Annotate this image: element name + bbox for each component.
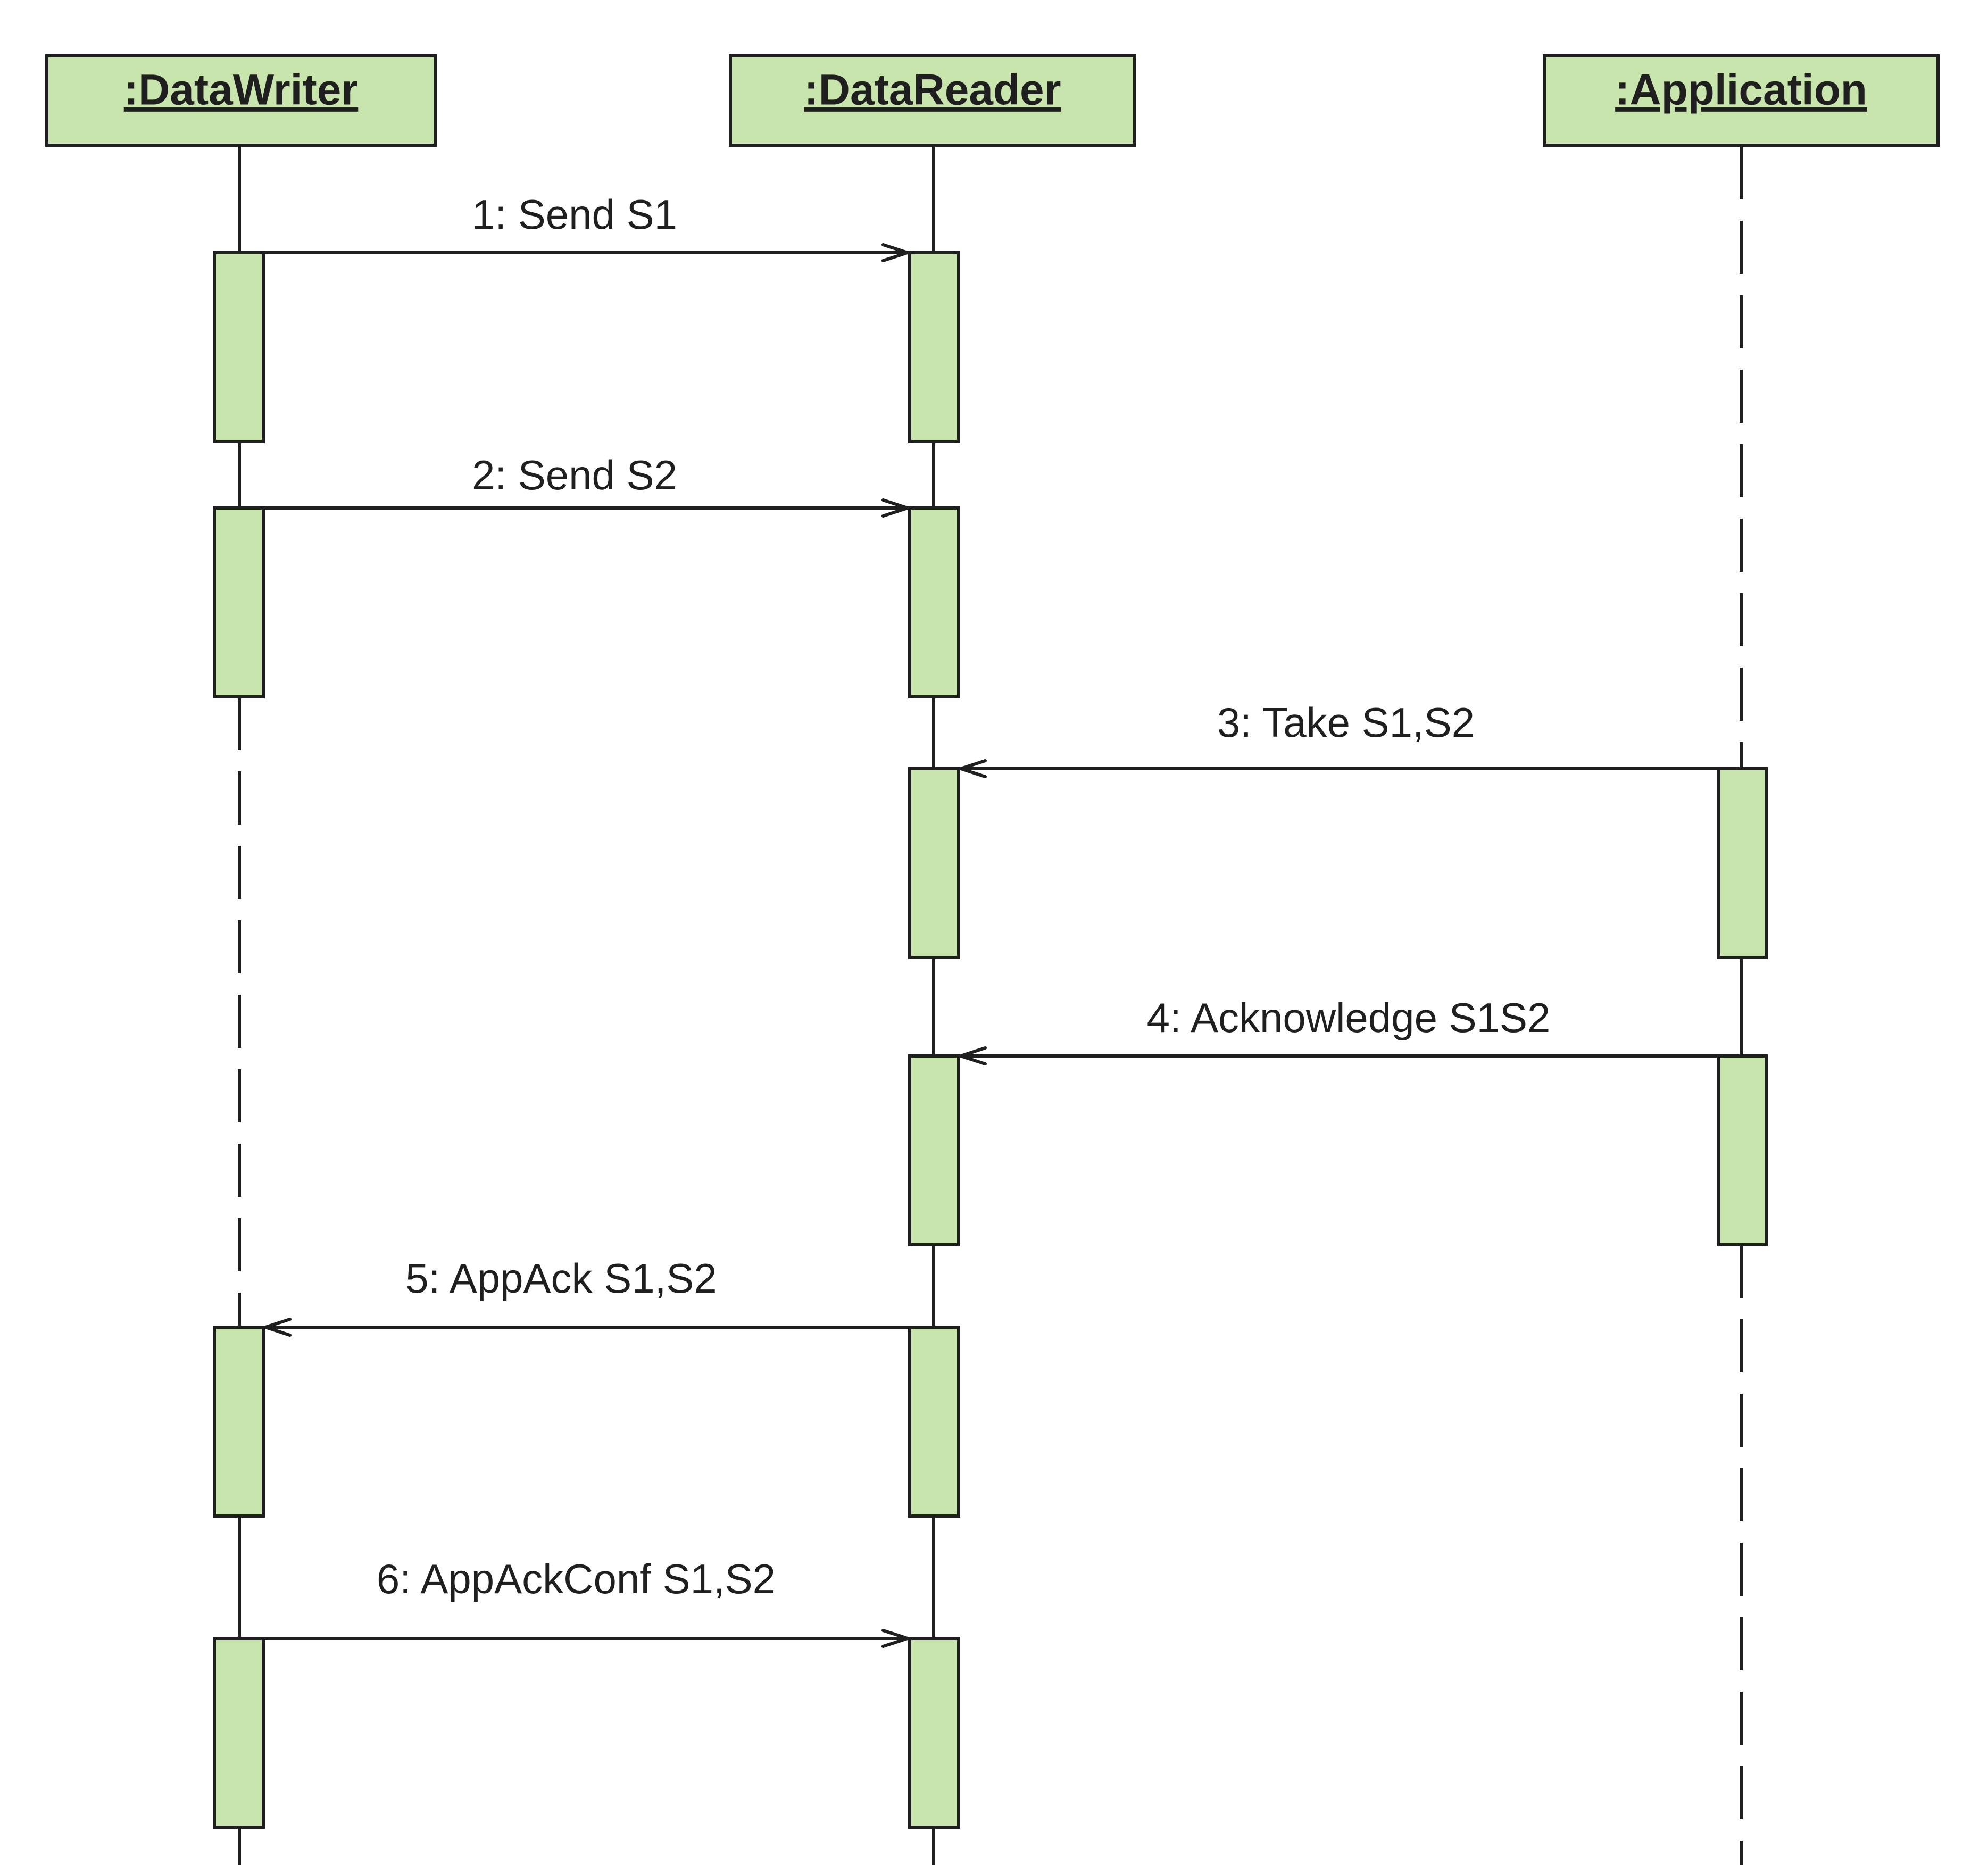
arrowhead-icon xyxy=(881,243,913,262)
arrowhead-icon xyxy=(955,1046,987,1065)
message-3: 3: Take S1,S2 xyxy=(908,699,1768,959)
participant-label: :Application xyxy=(1615,66,1867,114)
activation-bar xyxy=(1717,1054,1768,1246)
activation-bar xyxy=(908,767,960,959)
activation-bar xyxy=(908,251,960,443)
message-1: 1: Send S1 xyxy=(213,191,960,443)
activation-bar xyxy=(213,251,265,443)
arrowhead-icon xyxy=(260,1318,292,1337)
participant-label: :DataReader xyxy=(804,66,1061,114)
activation-bar xyxy=(908,1637,960,1829)
participant-data-reader: :DataReader xyxy=(729,54,1136,147)
message-6: 6: AppAckConf S1,S2 xyxy=(213,1555,960,1829)
activation-bar xyxy=(908,1054,960,1246)
message-2: 2: Send S2 xyxy=(213,452,960,698)
arrowhead-icon xyxy=(955,759,987,778)
activation-bar xyxy=(213,1326,265,1518)
message-label: 6: AppAckConf S1,S2 xyxy=(377,1555,776,1602)
message-label: 1: Send S1 xyxy=(472,191,677,238)
activation-bar xyxy=(908,1326,960,1518)
message-label: 3: Take S1,S2 xyxy=(1217,699,1475,746)
activation-bar xyxy=(1717,767,1768,959)
message-label: 4: Acknowledge S1S2 xyxy=(1147,994,1551,1041)
message-4: 4: Acknowledge S1S2 xyxy=(908,994,1768,1246)
activation-bar xyxy=(213,1637,265,1829)
message-label: 2: Send S2 xyxy=(472,452,677,498)
arrowhead-icon xyxy=(881,498,913,518)
message-label: 5: AppAck S1,S2 xyxy=(405,1255,717,1302)
activation-bar xyxy=(908,506,960,698)
participant-application: :Application xyxy=(1543,54,1940,147)
arrowhead-icon xyxy=(881,1629,913,1648)
participant-data-writer: :DataWriter xyxy=(45,54,437,147)
participant-label: :DataWriter xyxy=(124,66,358,114)
activation-bar xyxy=(213,506,265,698)
message-5: 5: AppAck S1,S2 xyxy=(213,1255,960,1518)
